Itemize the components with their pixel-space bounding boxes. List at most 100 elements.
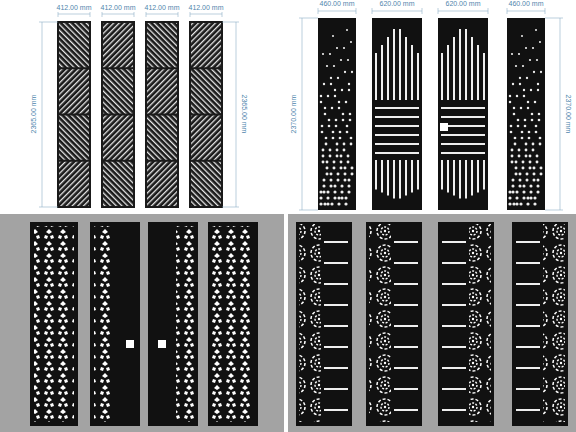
panel-part [325,137,328,140]
panel-part [326,173,329,176]
panel-part [347,190,350,193]
panel-part [510,125,513,128]
panel-part [518,155,521,158]
panel-part [459,29,461,100]
panel-part [336,155,339,158]
panel-part [323,83,325,85]
panel-part [442,241,466,243]
panel-part [326,167,329,170]
dimension-label: 460.00 mm [318,0,355,8]
panel-part [330,173,333,176]
panel-part [525,149,528,152]
panel-part [326,196,329,199]
panel-part [511,149,514,152]
dimension-label: 2365.00 mm [240,94,248,135]
panel-part [344,71,346,73]
panel-part [483,160,485,190]
panel-part [58,160,90,162]
panel-part [524,125,527,128]
panel-part [344,196,347,199]
panel-part [442,367,466,369]
panel-part [146,115,178,161]
panel-part [516,262,540,264]
panel-part [148,222,198,426]
panel-part [332,131,335,134]
panel-part [533,196,536,199]
panel-part [517,125,520,128]
panel-part [323,202,326,205]
panel-part [515,167,518,170]
panel-part [296,222,352,426]
panel-part [521,131,524,134]
panel-part [351,71,353,73]
panel-part [525,47,527,49]
panel-part [516,409,540,411]
panel-part [469,224,491,422]
panel-part [510,131,513,134]
panel-part [442,409,466,411]
panel-part [190,114,222,116]
panel-part [324,283,348,285]
panel-part [90,222,140,426]
panel-part [453,37,455,100]
panel-part [511,161,514,164]
panel-part [343,143,346,146]
panel-part [347,155,350,158]
panel-part [330,83,332,85]
panel-part [516,346,540,348]
panel-part [375,107,419,109]
panel-part [441,143,485,145]
panel-part [351,167,354,170]
panel-part [190,68,222,114]
panel-part [326,65,328,67]
panel-part [324,325,348,327]
panel-part [442,325,466,327]
panel-part [324,409,348,411]
panel-part [526,196,529,199]
panel-part [519,77,521,79]
panel-part [535,125,538,128]
panel-part [102,22,134,207]
panel-part [146,22,178,68]
panel-part [330,77,332,79]
panel-part [540,71,542,73]
panel-part [94,226,112,422]
panel-part [539,137,542,140]
panel-part [515,190,518,193]
panel-part [333,196,336,199]
panel-part [324,107,327,110]
panel-part [324,113,327,116]
panel-part [146,22,178,207]
panel-part [337,173,340,176]
panel-part [394,367,418,369]
panel-part [442,388,466,390]
panel-part [405,37,407,100]
panel-part [375,143,419,145]
panel-part [529,196,532,199]
panel-part [534,101,536,103]
panel-part [322,184,325,187]
panel-part [333,190,336,193]
panel-part [394,325,418,327]
panel-part [299,224,321,422]
panel-part [513,113,516,116]
panel-part [442,283,466,285]
panel-part [349,119,352,122]
panel-part [318,18,356,210]
panel-part [523,89,525,91]
panel-part [540,167,543,170]
panel-part [146,67,178,69]
panel-part [438,222,494,426]
panel-part [513,107,516,110]
panel-part [329,149,332,152]
panel-part [442,346,466,348]
panel-part [535,29,537,31]
panel-part [332,137,335,140]
panel-part [58,22,90,207]
panel-part [483,53,485,100]
panel-part [335,119,338,122]
panel-part [525,178,528,181]
panel-part [394,388,418,390]
panel-part [335,125,338,128]
